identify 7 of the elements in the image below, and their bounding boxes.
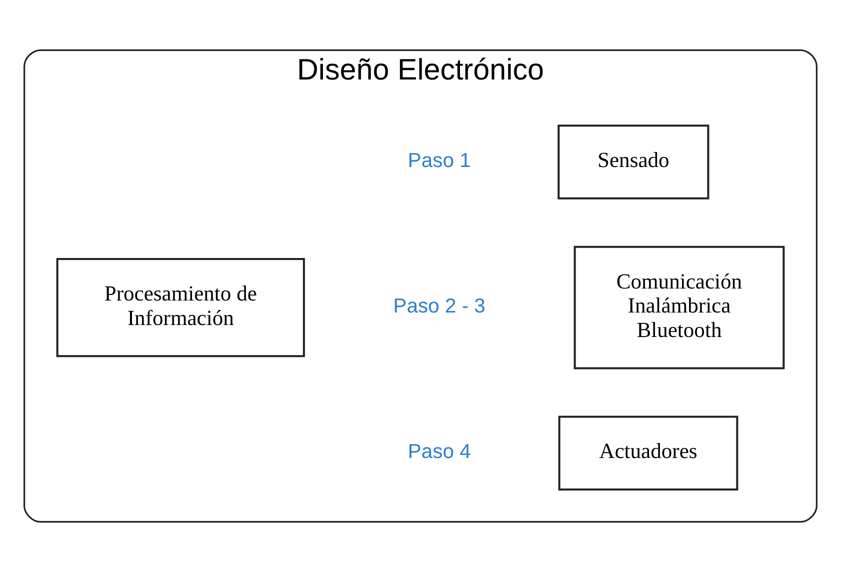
node-box: Procesamiento de Información bbox=[56, 258, 305, 357]
label: Paso 4 bbox=[408, 440, 471, 462]
node-box: Comunicación Inalámbrica Bluetooth bbox=[574, 245, 785, 369]
node-box: Actuadores bbox=[558, 415, 738, 490]
label: Paso 1 bbox=[408, 149, 471, 172]
node-box: Sensado bbox=[558, 124, 710, 199]
label: Paso 2 - 3 bbox=[393, 294, 486, 317]
